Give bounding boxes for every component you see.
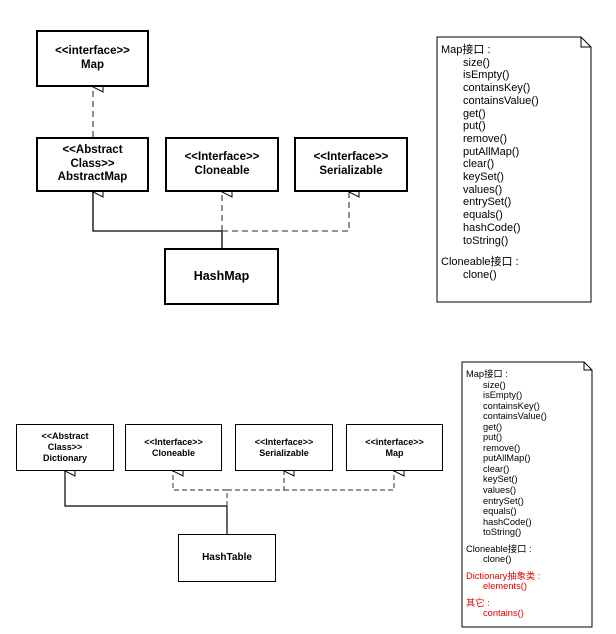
map-methods-heading: Map接口 : (441, 44, 491, 56)
method-item: keySet() (463, 171, 504, 184)
method-note-top: Map接口 : size() isEmpty() containsKey() c… (441, 44, 591, 282)
method-item: containsValue() (483, 411, 547, 422)
hashtable-label: HashTable (202, 552, 252, 563)
method-item: put() (483, 432, 503, 443)
realization-hashtable-to-map (284, 471, 394, 491)
method-item: equals() (463, 209, 503, 222)
map-methods-list: size() isEmpty() containsKey() containsV… (466, 380, 591, 538)
method-item: containsKey() (483, 400, 540, 411)
method-note-bottom: Map接口 : size() isEmpty() containsKey() c… (466, 369, 591, 619)
abstract-map-label: <<Abstract Class>> AbstractMap (57, 143, 128, 184)
method-item: keySet() (483, 474, 518, 485)
inheritance-hashmap-to-abstractmap (93, 192, 223, 248)
method-item: containsValue() (463, 94, 539, 107)
cloneable-methods-heading: Cloneable接口 : (441, 256, 519, 269)
serializable-label: <<Interface>> Serializable (313, 150, 389, 177)
serializable-box-bottom: <<Interface>> Serializable (235, 424, 333, 471)
hashmap-class-box: HashMap (164, 248, 279, 305)
method-item: clone() (483, 554, 512, 565)
method-item: hashCode() (483, 516, 532, 527)
method-item: get() (463, 107, 486, 120)
method-item: toString() (483, 527, 522, 538)
method-item: clear() (463, 158, 495, 171)
serializable-box: <<Interface>> Serializable (294, 137, 408, 192)
cloneable-box-bottom: <<Interface>> Cloneable (125, 424, 222, 471)
note-outline-top (436, 36, 592, 303)
method-item: remove() (463, 132, 508, 145)
method-item: elements() (483, 581, 527, 592)
method-item: equals() (483, 506, 517, 517)
other-methods-list: contains() (466, 608, 591, 619)
cloneable-label-bottom: <<Interface>> Cloneable (144, 436, 203, 458)
method-item: values() (463, 183, 503, 196)
note-outline-bottom (461, 361, 593, 628)
method-item: size() (463, 56, 490, 69)
realization-hashtable-to-serializable (227, 471, 284, 491)
dictionary-methods-list: elements() (466, 581, 591, 592)
cloneable-box: <<Interface>> Cloneable (165, 137, 279, 192)
dictionary-box: <<Abstract Class>> Dictionary (16, 424, 114, 471)
cloneable-label: <<Interface>> Cloneable (184, 150, 260, 177)
method-item: hashCode() (463, 221, 521, 234)
method-item: clear() (483, 463, 510, 474)
method-item: remove() (483, 442, 521, 453)
method-item: containsKey() (463, 82, 531, 95)
method-item: size() (483, 379, 506, 390)
abstract-map-box: <<Abstract Class>> AbstractMap (36, 137, 149, 192)
dictionary-methods-heading: Dictionary抽象类 : (466, 570, 541, 581)
method-item: put() (463, 120, 486, 133)
map-interface-box: <<interface>> Map (36, 30, 149, 87)
map-interface-label-bottom: <<interface>> Map (365, 436, 424, 458)
dictionary-label: <<Abstract Class>> Dictionary (41, 431, 89, 463)
method-item: entrySet() (483, 495, 524, 506)
cloneable-methods-list: clone() (466, 554, 591, 565)
realization-hashmap-to-serializable (222, 192, 349, 232)
cloneable-methods-list: clone() (441, 269, 591, 282)
method-item: contains() (483, 608, 524, 619)
serializable-label-bottom: <<Interface>> Serializable (254, 436, 314, 458)
method-item: putAllMap() (483, 453, 531, 464)
hashmap-label: HashMap (193, 269, 250, 283)
method-item: get() (483, 421, 503, 432)
method-item: putAllMap() (463, 145, 520, 158)
cloneable-methods-heading: Cloneable接口 : (466, 543, 532, 554)
map-methods-list: size() isEmpty() containsKey() containsV… (441, 57, 591, 248)
method-item: isEmpty() (463, 69, 510, 82)
method-item: clone() (463, 268, 497, 281)
method-item: values() (483, 485, 517, 496)
hashtable-class-box: HashTable (178, 534, 276, 582)
method-item: toString() (463, 234, 509, 247)
other-methods-heading: 其它 : (466, 597, 490, 608)
map-methods-heading: Map接口 : (466, 369, 508, 379)
map-interface-box-bottom: <<interface>> Map (346, 424, 443, 471)
map-interface-label: <<interface>> Map (55, 44, 130, 71)
method-item: isEmpty() (483, 390, 523, 401)
method-item: entrySet() (463, 196, 512, 209)
inheritance-hashtable-to-dictionary (65, 471, 228, 534)
realization-hashtable-to-cloneable (173, 471, 228, 506)
